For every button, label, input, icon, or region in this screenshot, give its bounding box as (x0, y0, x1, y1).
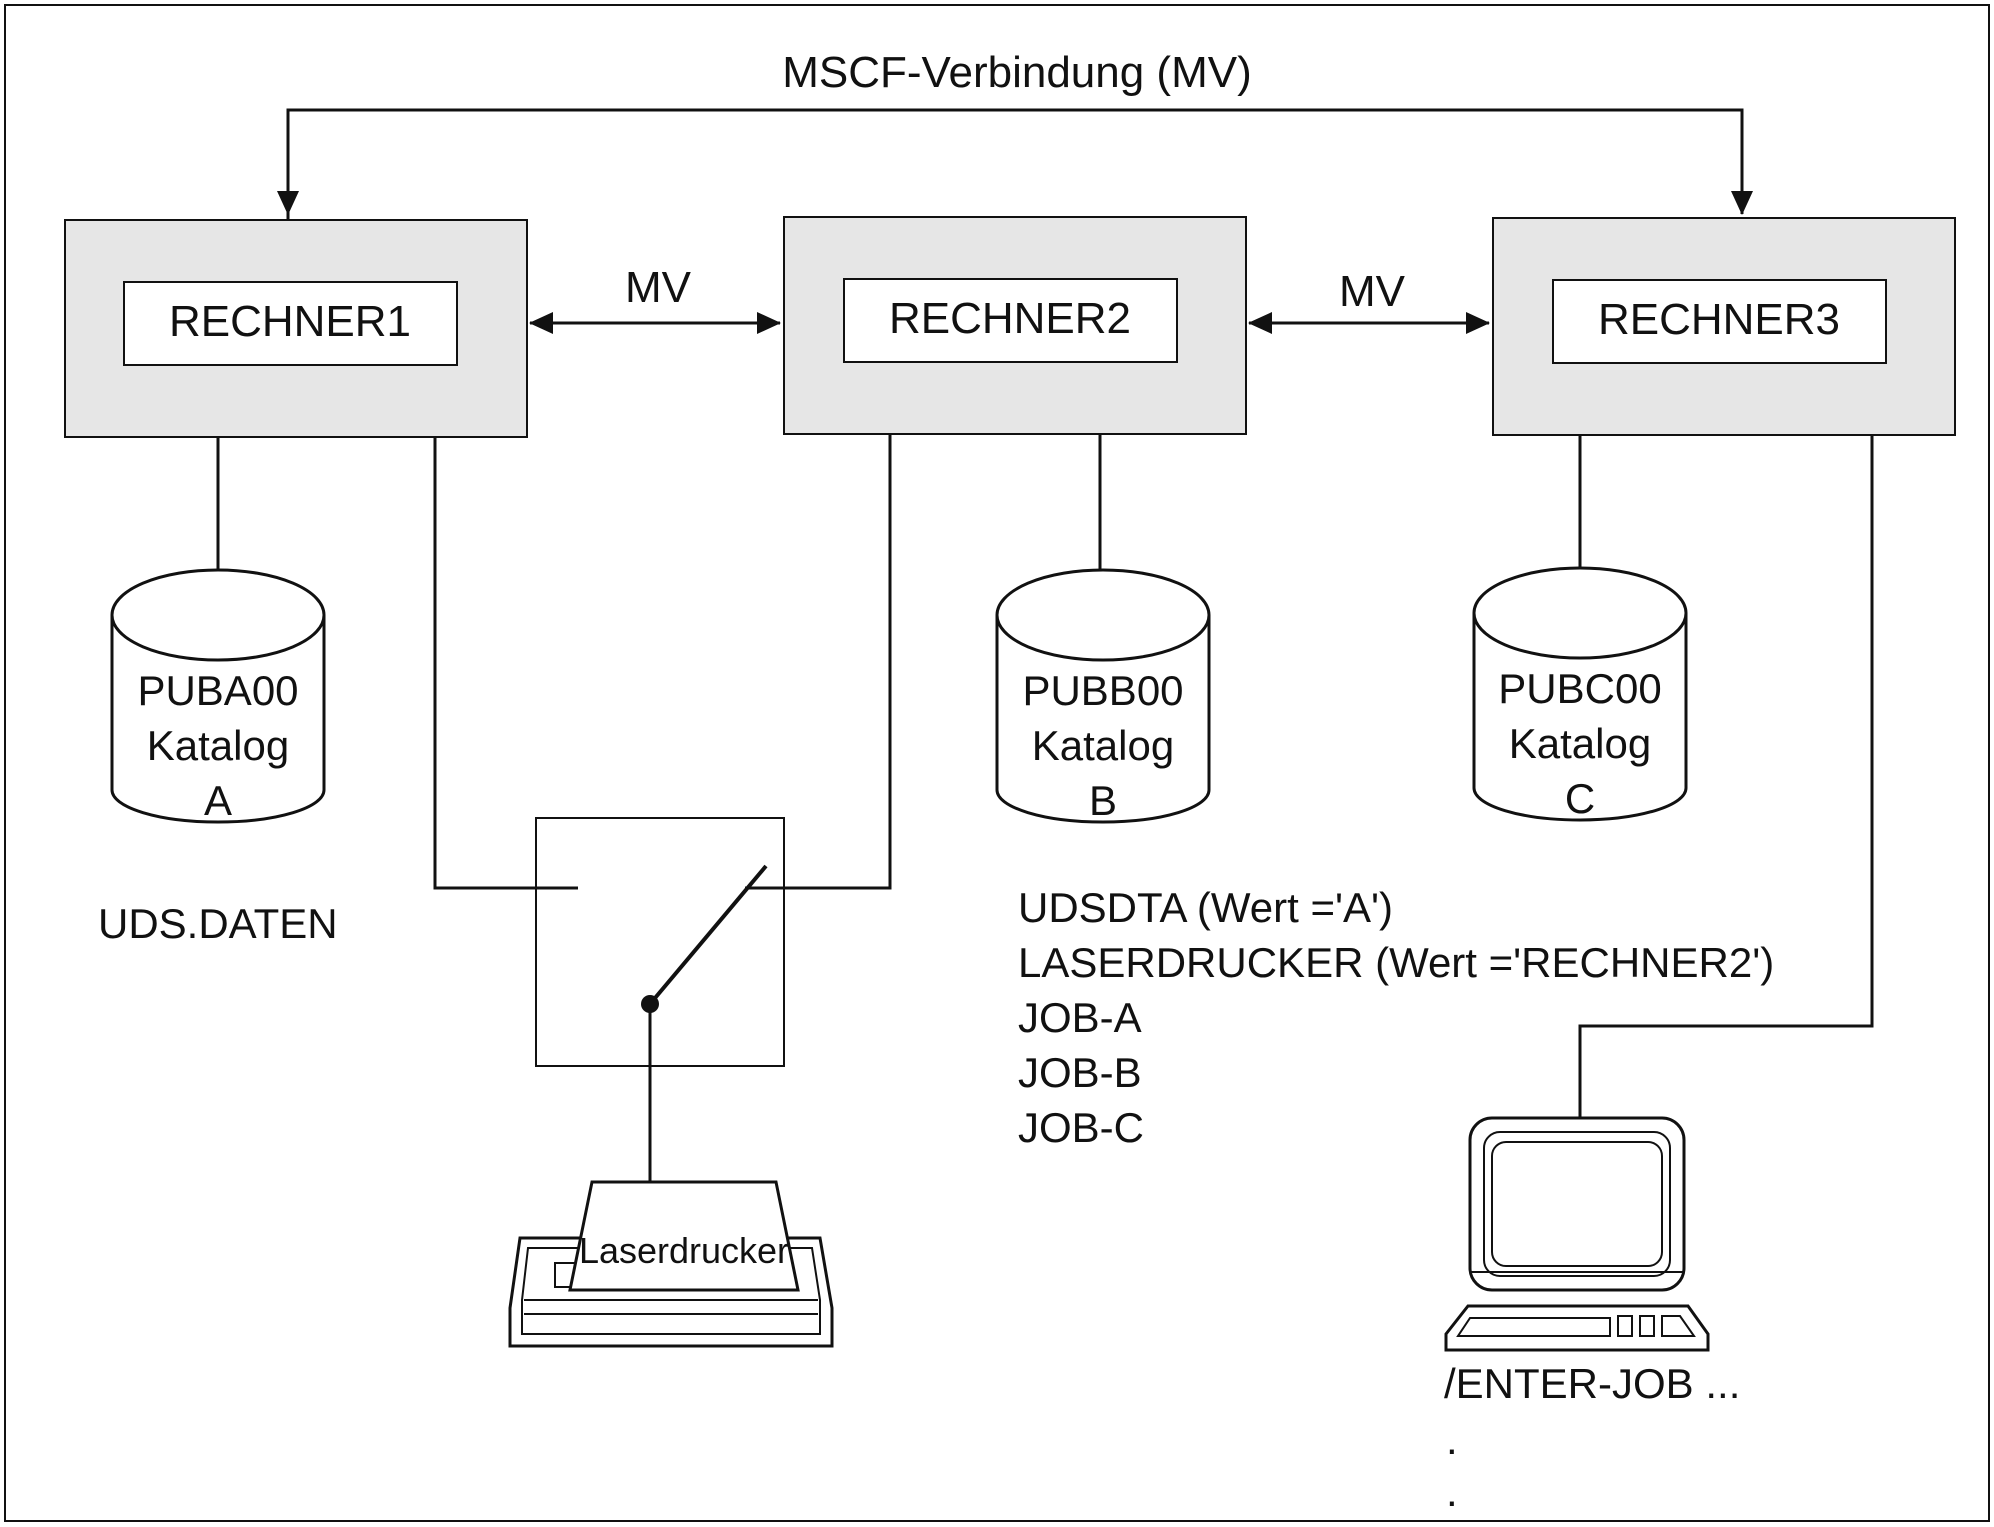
variable-item: UDSDTA (Wert ='A') (1018, 884, 1393, 931)
computer-name: RECHNER3 (1598, 295, 1840, 344)
connector-r3-terminal (1578, 435, 1874, 1120)
catalog-line: Katalog (1032, 722, 1174, 769)
catalog-b-cylinder: PUBB00 Katalog B (995, 568, 1211, 824)
terminal-command: /ENTER-JOB ... (1444, 1360, 1740, 1407)
mv-label: MV (1339, 267, 1406, 316)
connector-r2-switch (745, 434, 892, 890)
catalog-line: PUBA00 (137, 667, 298, 714)
variable-item: JOB-B (1018, 1049, 1142, 1096)
laser-printer-icon: Laserdrucker (508, 1180, 834, 1348)
variable-item: JOB-A (1018, 994, 1142, 1041)
variables-list: UDSDTA (Wert ='A') LASERDRUCKER (Wert ='… (1018, 884, 1774, 1151)
mv-label: MV (625, 263, 692, 312)
mscf-connection-label: MSCF-Verbindung (MV) (782, 48, 1251, 97)
catalog-line: A (204, 777, 232, 824)
catalog-line: Katalog (147, 722, 289, 769)
computer-name: RECHNER1 (169, 297, 411, 346)
catalog-line: PUBC00 (1498, 665, 1661, 712)
catalog-line: PUBB00 (1022, 667, 1183, 714)
printer-switch (535, 817, 785, 1182)
computer-rechner1: RECHNER1 (64, 219, 528, 438)
uds-data-label: UDS.DATEN (98, 900, 338, 947)
terminal-continuation: . (1446, 1468, 1458, 1515)
catalog-line: B (1089, 777, 1117, 824)
computer-rechner3: RECHNER3 (1492, 217, 1956, 436)
terminal-icon (1444, 1116, 1710, 1352)
mscf-connection-line (286, 108, 1753, 220)
mv-link-2-3: MV (1248, 267, 1490, 334)
computer-rechner2: RECHNER2 (783, 216, 1247, 435)
catalog-a-cylinder: PUBA00 Katalog A (110, 568, 326, 824)
variable-item: LASERDRUCKER (Wert ='RECHNER2') (1018, 939, 1774, 986)
terminal-continuation: . (1446, 1416, 1458, 1463)
computer-name: RECHNER2 (889, 294, 1131, 343)
mv-link-1-2: MV (529, 263, 781, 334)
outer-frame (4, 4, 1990, 1522)
variable-item: JOB-C (1018, 1104, 1144, 1151)
printer-label: Laserdrucker (579, 1230, 789, 1271)
catalog-line: Katalog (1509, 720, 1651, 767)
catalog-c-cylinder: PUBC00 Katalog C (1472, 566, 1688, 822)
connector-r1-switch (433, 437, 578, 890)
catalog-line: C (1565, 775, 1595, 822)
